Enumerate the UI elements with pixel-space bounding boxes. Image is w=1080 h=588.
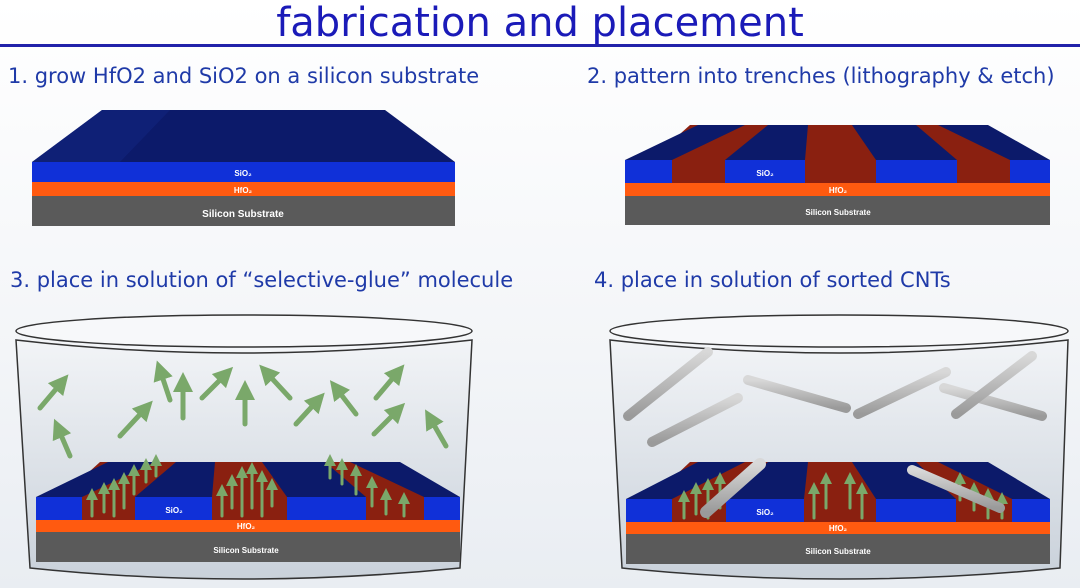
glue-molecule-arrow <box>371 402 406 437</box>
sio2-label: SiO₂ <box>165 506 183 515</box>
ridge-front <box>625 160 672 183</box>
substrate-label: Silicon Substrate <box>213 546 279 555</box>
glue-molecule-arrow <box>37 374 69 411</box>
ridge-top <box>852 125 957 160</box>
ridge-front <box>287 497 366 520</box>
sio2-top-highlight <box>32 110 170 162</box>
step-4-caption: 4. place in solution of sorted CNTs <box>594 268 951 292</box>
beaker-rim <box>15 314 473 348</box>
ridge-top <box>725 125 808 160</box>
step-1-caption: 1. grow HfO2 and SiO2 on a silicon subst… <box>8 64 480 88</box>
panel-1-stack: SiO₂ HfO₂ Silicon Substrate <box>32 110 455 226</box>
hfo2-label: HfO₂ <box>829 186 848 195</box>
silicon-substrate-layer <box>32 196 455 226</box>
panel-3-beaker: SiO₂ HfO₂ Silicon Substrate <box>15 314 473 580</box>
hfo2-label: HfO₂ <box>829 524 848 533</box>
glue-molecule-arrow <box>153 360 173 403</box>
ridge-top <box>262 462 366 497</box>
glue-molecule-arrow <box>329 380 359 417</box>
ridge-front <box>626 499 672 522</box>
ridge-top <box>938 462 1050 499</box>
carbon-nanotube <box>951 351 1037 419</box>
hfo2-layer <box>32 182 455 196</box>
ridge-front <box>1012 499 1050 522</box>
glue-molecule-arrow <box>425 409 449 449</box>
page-title: fabrication and placement <box>276 0 804 46</box>
carbon-nanotube <box>743 375 851 413</box>
glue-molecule-arrow <box>52 418 73 459</box>
ridge-front <box>36 497 82 520</box>
hfo2-label: HfO₂ <box>234 186 253 195</box>
beaker-rim <box>609 314 1069 348</box>
ridge-top <box>726 462 808 499</box>
panel-2-stack: SiO₂ HfO₂ Silicon Substrate <box>625 125 1050 225</box>
carbon-nanotube <box>907 465 1005 513</box>
step-3-caption: 3. place in solution of “selective-glue”… <box>10 268 514 292</box>
sio2-label: SiO₂ <box>756 169 774 178</box>
ridge-top <box>852 462 956 499</box>
substrate-label: Silicon Substrate <box>805 547 871 556</box>
silicon-substrate-layer <box>625 196 1050 225</box>
hfo2-layer <box>625 183 1050 196</box>
carbon-nanotube <box>939 383 1047 421</box>
glue-molecule-arrow <box>117 400 153 439</box>
hfo2-layer <box>626 522 1050 534</box>
carbon-nanotube <box>853 367 951 419</box>
nanotubes-floating <box>623 347 1047 447</box>
ridge-top <box>626 462 745 499</box>
title-underline <box>0 44 1080 47</box>
glue-molecule-arrow <box>199 366 234 401</box>
ridge-front <box>876 499 956 522</box>
nanotubes-bound <box>700 458 1005 521</box>
silicon-substrate-layer <box>36 532 460 562</box>
ridge-front <box>1010 160 1050 183</box>
ridge-top <box>938 125 1050 160</box>
substrate-label: Silicon Substrate <box>805 208 871 217</box>
ridge-front <box>726 499 804 522</box>
hfo2-label: HfO₂ <box>237 522 256 531</box>
ridge-top <box>350 462 460 497</box>
glue-molecule-arrow <box>373 364 405 401</box>
silicon-substrate-layer <box>626 534 1050 564</box>
panel-4-beaker: SiO₂ HfO₂ Silicon Substrate <box>609 314 1069 580</box>
carbon-nanotube <box>647 393 743 447</box>
sio2-layer <box>32 162 455 182</box>
ridge-front <box>135 497 212 520</box>
glue-molecules-floating <box>37 360 449 459</box>
glue-molecules-bound <box>86 454 410 518</box>
substrate-label: Silicon Substrate <box>202 209 284 220</box>
hfo2-layer <box>36 520 460 532</box>
carbon-nanotube <box>623 347 713 421</box>
ridge-front <box>424 497 460 520</box>
sio2-label: SiO₂ <box>756 508 774 517</box>
ridge-top <box>36 462 155 497</box>
ridge-front <box>725 160 805 183</box>
glue-molecule-arrow <box>259 364 293 401</box>
ridge-top <box>625 125 745 160</box>
carbon-nanotube <box>700 458 766 518</box>
glue-molecule-arrow <box>293 392 325 427</box>
ridge-top <box>135 462 215 497</box>
step-2-caption: 2. pattern into trenches (lithography & … <box>587 64 1055 88</box>
sio2-label: SiO₂ <box>234 169 252 178</box>
ridge-front <box>876 160 957 183</box>
